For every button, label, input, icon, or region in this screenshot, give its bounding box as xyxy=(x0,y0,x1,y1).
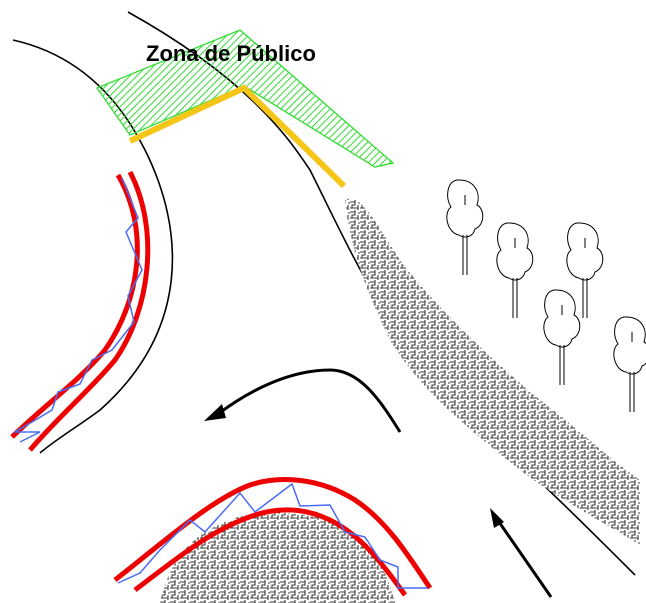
tree-icon xyxy=(566,222,604,318)
tree-icon xyxy=(543,289,581,385)
direction-arrows xyxy=(204,368,553,598)
tree-icon xyxy=(613,316,646,412)
road-edge-left-top xyxy=(12,39,174,454)
arrow-head-left xyxy=(204,404,226,421)
trees xyxy=(446,179,646,412)
bottom-gravel-trap xyxy=(160,512,395,603)
arrow-head-up xyxy=(490,508,504,528)
public-zone-area xyxy=(95,29,395,168)
bottom-kerb-inner xyxy=(133,507,408,597)
direction-arrow-icon xyxy=(217,368,402,433)
left-kerb-inner xyxy=(28,170,151,452)
bottom-kerb-outer xyxy=(113,477,433,590)
bottom-kerb-wire xyxy=(117,482,428,589)
public-zone-label: Zona de Público xyxy=(146,41,316,66)
tree-icon xyxy=(446,179,484,275)
left-kerb-outer xyxy=(10,173,140,439)
left-kerb xyxy=(10,170,151,452)
gravel-trap-strip xyxy=(345,198,640,545)
direction-arrow-icon xyxy=(495,518,553,598)
bottom-kerb xyxy=(113,477,433,597)
left-kerb-wire xyxy=(12,177,143,443)
barrier-line xyxy=(128,84,347,189)
tree-icon xyxy=(496,222,534,318)
